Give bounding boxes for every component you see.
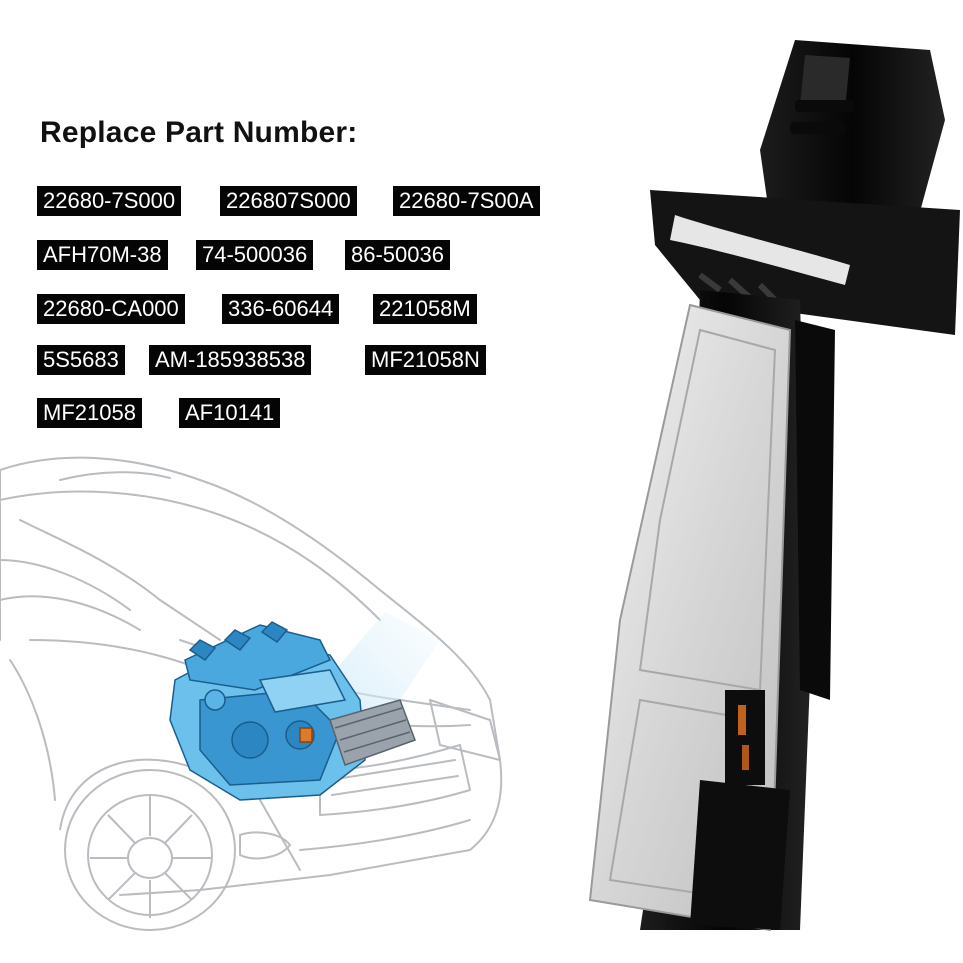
mass-air-flow-sensor-icon xyxy=(588,40,960,932)
part-number-tag: MF21058N xyxy=(365,345,486,375)
heading: Replace Part Number: xyxy=(40,116,358,149)
part-number-tag: 74-500036 xyxy=(196,240,314,270)
part-number-tag: 221058M xyxy=(373,294,477,324)
part-number-tag: AFH70M-38 xyxy=(37,240,168,270)
engine-icon xyxy=(169,621,416,801)
part-number-tag: 22680-7S00A xyxy=(393,186,540,216)
part-number-tag: 22680-7S000 xyxy=(37,186,182,216)
part-number-tag: 86-50036 xyxy=(345,240,450,270)
part-number-tag: 336-60644 xyxy=(222,294,340,324)
part-number-tag: 5S5683 xyxy=(37,345,125,375)
part-number-tag: AF10141 xyxy=(179,398,281,428)
part-number-tag: MF21058 xyxy=(37,398,142,428)
wheel-icon xyxy=(59,758,236,931)
part-number-tag: AM-185938538 xyxy=(149,345,312,375)
part-number-tag: 226807S000 xyxy=(220,186,357,216)
part-number-tag: 22680-CA000 xyxy=(37,294,185,324)
